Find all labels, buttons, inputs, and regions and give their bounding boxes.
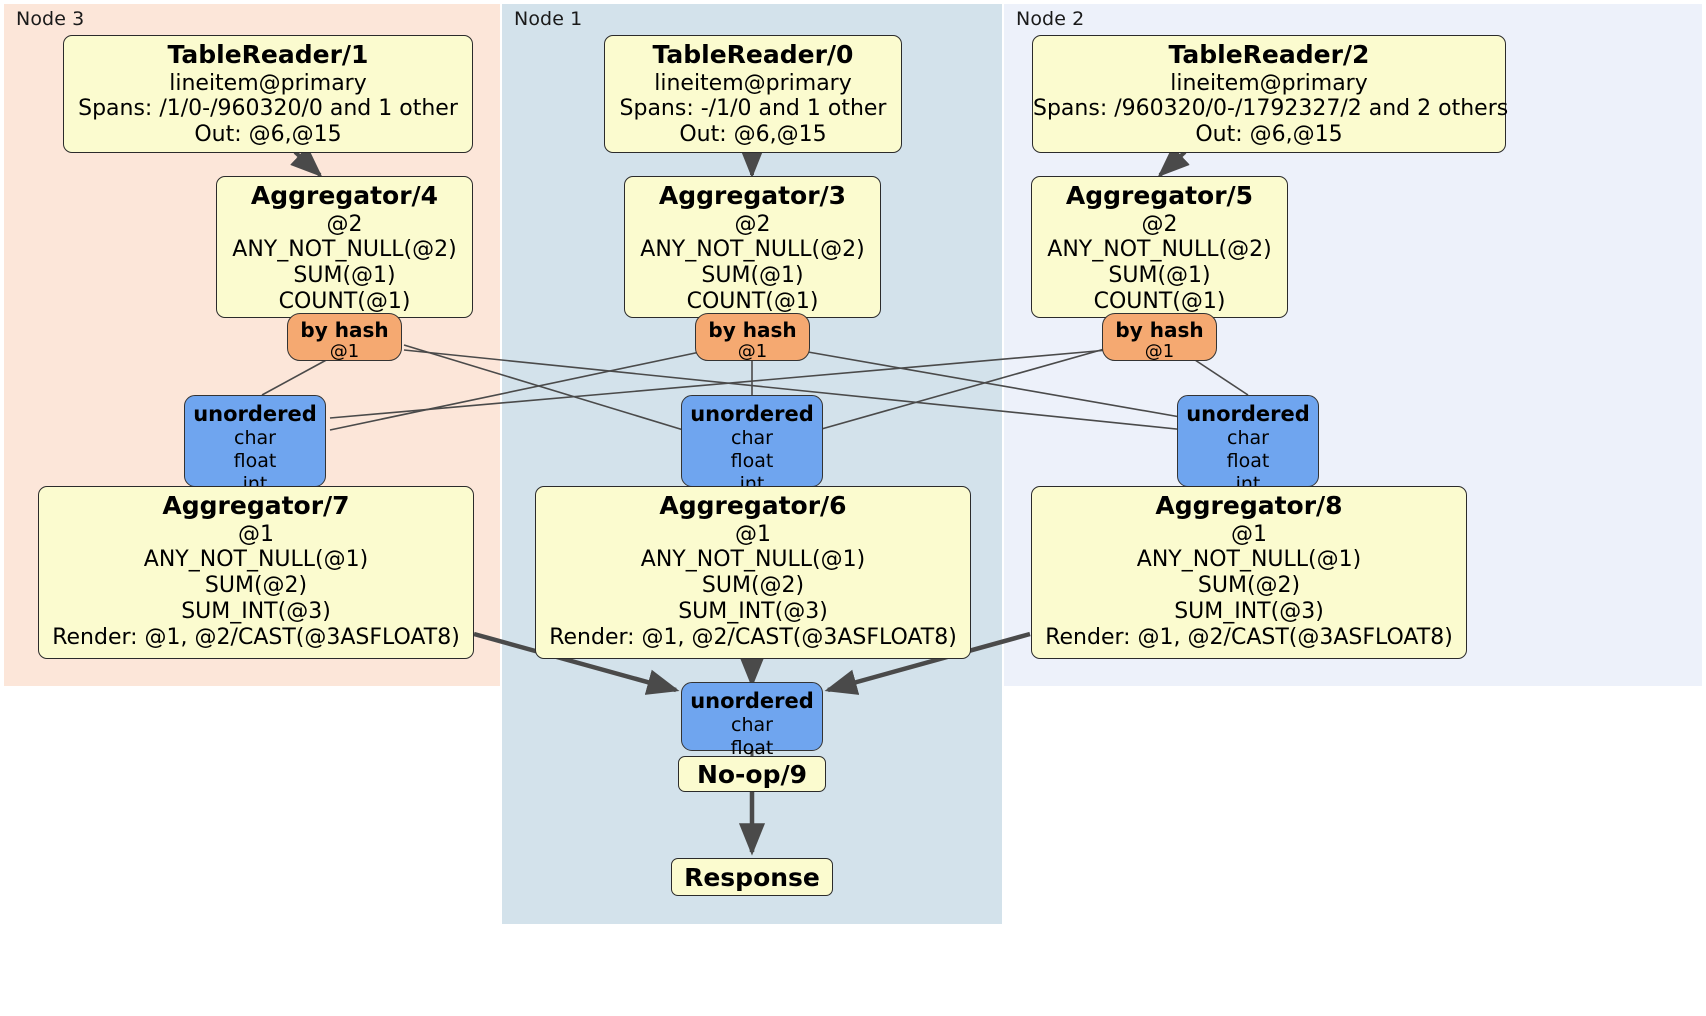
input-receiver-unordered-final[interactable]: unordered char float	[681, 682, 823, 759]
processor-line: ANY_NOT_NULL(@1)	[1136, 547, 1362, 573]
processor-line: @2	[326, 211, 363, 237]
processor-line: Out: @6,@15	[679, 122, 827, 148]
processor-title: TableReader/0	[652, 40, 854, 69]
processor-line: COUNT(@1)	[278, 289, 411, 315]
processor-line: Render: @1, @2/CAST(@3ASFLOAT8)	[52, 625, 460, 651]
receiver-title: unordered	[193, 402, 317, 426]
processor-aggregator-4[interactable]: Aggregator/4 @2 ANY_NOT_NULL(@2) SUM(@1)…	[216, 176, 473, 318]
processor-line: SUM(@2)	[701, 573, 805, 599]
processor-line: SUM(@2)	[204, 573, 308, 599]
processor-title: Aggregator/4	[250, 181, 439, 210]
receiver-title: unordered	[690, 689, 814, 713]
output-router-by-hash-left[interactable]: by hash @1	[287, 313, 402, 362]
processor-line: lineitem@primary	[654, 70, 852, 96]
processor-line: Out: @6,@15	[194, 122, 342, 148]
receiver-type: char	[731, 714, 773, 737]
processor-line: COUNT(@1)	[1093, 289, 1226, 315]
processor-noop-9[interactable]: No-op/9	[678, 756, 826, 792]
processor-response[interactable]: Response	[671, 858, 833, 896]
processor-line: SUM(@1)	[293, 263, 396, 289]
output-router-by-hash-center[interactable]: by hash @1	[695, 313, 810, 362]
processor-line: @1	[238, 521, 274, 547]
processor-title: Aggregator/3	[658, 181, 847, 210]
receiver-type: float	[730, 449, 774, 472]
router-title: by hash	[1115, 318, 1204, 342]
router-title: by hash	[708, 318, 797, 342]
processor-line: @2	[734, 211, 771, 237]
processor-line: @2	[1141, 211, 1178, 237]
processor-title: Aggregator/6	[659, 491, 847, 520]
router-title: by hash	[300, 318, 389, 342]
processor-aggregator-3[interactable]: Aggregator/3 @2 ANY_NOT_NULL(@2) SUM(@1)…	[624, 176, 881, 318]
processor-line: Spans: -/1/0 and 1 other	[619, 96, 887, 122]
processor-line: lineitem@primary	[169, 70, 367, 96]
processor-line: SUM(@2)	[1197, 573, 1301, 599]
processor-aggregator-8[interactable]: Aggregator/8 @1 ANY_NOT_NULL(@1) SUM(@2)…	[1031, 486, 1467, 659]
processor-line: ANY_NOT_NULL(@2)	[1047, 237, 1272, 263]
processor-aggregator-5[interactable]: Aggregator/5 @2 ANY_NOT_NULL(@2) SUM(@1)…	[1031, 176, 1288, 318]
processor-line: Render: @1, @2/CAST(@3ASFLOAT8)	[1045, 625, 1453, 651]
processor-title: TableReader/1	[167, 40, 369, 69]
processor-line: Spans: /960320/0-/1792327/2 and 2 others	[1033, 96, 1509, 122]
router-detail: @1	[1144, 341, 1175, 362]
processor-line: Spans: /1/0-/960320/0 and 1 other	[78, 96, 458, 122]
input-receiver-unordered-left[interactable]: unordered char float int	[184, 395, 326, 495]
processor-line: Render: @1, @2/CAST(@3ASFLOAT8)	[549, 625, 957, 651]
processor-title: Aggregator/8	[1155, 491, 1343, 520]
receiver-type: char	[234, 427, 276, 450]
receiver-type: char	[1227, 427, 1269, 450]
processor-line: @1	[1231, 521, 1267, 547]
processor-title: TableReader/2	[1168, 40, 1370, 69]
processor-tablereader-2[interactable]: TableReader/2 lineitem@primary Spans: /9…	[1032, 35, 1509, 153]
output-router-by-hash-right[interactable]: by hash @1	[1102, 313, 1217, 362]
processor-aggregator-7[interactable]: Aggregator/7 @1 ANY_NOT_NULL(@1) SUM(@2)…	[38, 486, 474, 659]
processor-line: ANY_NOT_NULL(@1)	[143, 547, 369, 573]
node-label-node3: Node 3	[16, 8, 85, 30]
processor-line: ANY_NOT_NULL(@2)	[232, 237, 457, 263]
processor-title: Aggregator/5	[1065, 181, 1254, 210]
processor-line: SUM_INT(@3)	[1174, 599, 1324, 625]
input-receiver-unordered-center[interactable]: unordered char float int	[681, 395, 823, 495]
processor-tablereader-1[interactable]: TableReader/1 lineitem@primary Spans: /1…	[63, 35, 473, 153]
processor-line: SUM_INT(@3)	[181, 599, 331, 625]
receiver-type: float	[730, 736, 774, 759]
processor-line: COUNT(@1)	[686, 289, 819, 315]
processor-line: Out: @6,@15	[1195, 122, 1343, 148]
receiver-title: unordered	[1186, 402, 1310, 426]
processor-line: lineitem@primary	[1170, 70, 1368, 96]
processor-aggregator-6[interactable]: Aggregator/6 @1 ANY_NOT_NULL(@1) SUM(@2)…	[535, 486, 971, 659]
router-detail: @1	[737, 341, 768, 362]
processor-line: ANY_NOT_NULL(@1)	[640, 547, 866, 573]
processor-line: SUM(@1)	[701, 263, 804, 289]
processor-line: @1	[735, 521, 771, 547]
receiver-type: float	[1226, 449, 1270, 472]
processor-line: ANY_NOT_NULL(@2)	[640, 237, 865, 263]
node-label-node1: Node 1	[514, 8, 583, 30]
processor-line: SUM_INT(@3)	[678, 599, 828, 625]
processor-tablereader-0[interactable]: TableReader/0 lineitem@primary Spans: -/…	[604, 35, 902, 153]
receiver-title: unordered	[690, 402, 814, 426]
input-receiver-unordered-right[interactable]: unordered char float int	[1177, 395, 1319, 495]
node-label-node2: Node 2	[1016, 8, 1085, 30]
processor-title: Aggregator/7	[162, 491, 350, 520]
processor-line: SUM(@1)	[1108, 263, 1211, 289]
receiver-type: float	[233, 449, 277, 472]
receiver-type: char	[731, 427, 773, 450]
router-detail: @1	[329, 341, 360, 362]
